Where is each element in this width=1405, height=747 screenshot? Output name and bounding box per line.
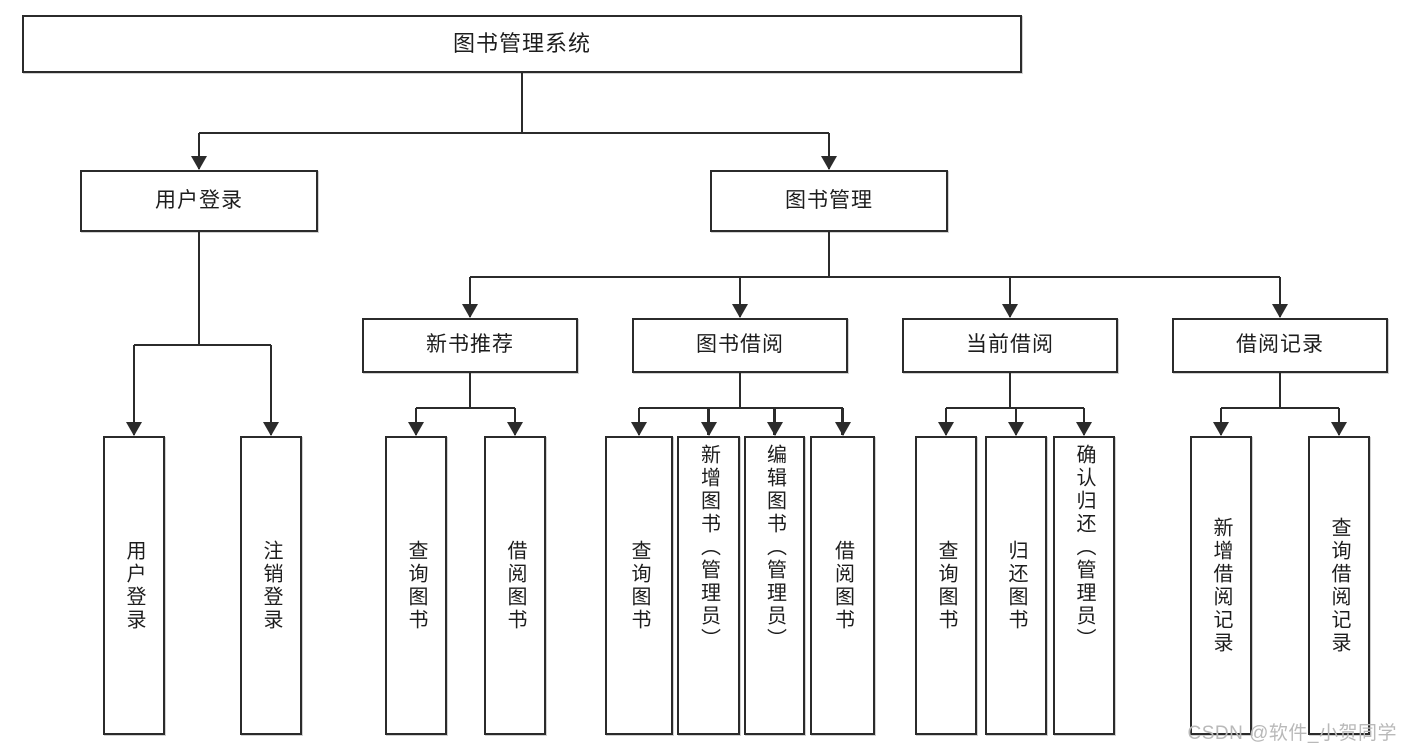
- connector-root-bus: [199, 131, 829, 135]
- connector-l3-1-bus: [639, 406, 843, 410]
- connector-l3-1-to-leaf-2: [773, 408, 776, 435]
- connector-bookmgmt-bus: [470, 275, 1280, 279]
- node-label: 查询图书: [628, 539, 650, 632]
- arrow-head-icon: [821, 156, 837, 170]
- node-label: 编辑图书（管理员）: [763, 444, 786, 651]
- arrow-head-icon: [834, 422, 851, 436]
- node-label: 图书借阅: [696, 333, 784, 357]
- connector-to-leaf-0: [132, 345, 136, 435]
- watermark-text: CSDN @软件_小贺同学: [1187, 723, 1397, 744]
- connector-to-0: [197, 133, 201, 169]
- node-root-book-management-system[interactable]: 图书管理系统: [22, 15, 1022, 73]
- node-borrow-record[interactable]: 借阅记录: [1172, 318, 1388, 373]
- node-label: 图书管理系统: [452, 31, 591, 57]
- arrow-head-icon: [1331, 422, 1347, 436]
- connector-to-1: [827, 133, 831, 169]
- connector-to-leaf-1: [269, 345, 273, 435]
- node-current-borrow[interactable]: 当前借阅: [902, 318, 1118, 373]
- node-leaf-add-book-admin[interactable]: 新增图书（管理员）: [677, 436, 740, 735]
- connector-l3-2-to-leaf-0: [944, 408, 948, 435]
- node-label: 当前借阅: [966, 333, 1054, 357]
- node-leaf-edit-book-admin[interactable]: 编辑图书（管理员）: [744, 436, 805, 735]
- connector-l3-0-to-leaf-1: [513, 408, 517, 435]
- node-label: 新增借阅记录: [1210, 516, 1232, 655]
- arrow-head-icon: [938, 422, 954, 436]
- connector-l3-3-bus: [1221, 406, 1339, 410]
- node-label: 查询借阅记录: [1328, 516, 1350, 655]
- connector-l3-1-stem: [738, 373, 742, 408]
- connector-l3-1-to-leaf-1: [707, 408, 710, 435]
- node-leaf-return-book[interactable]: 归还图书: [985, 436, 1047, 735]
- node-label: 确认归还（管理员）: [1073, 444, 1095, 651]
- arrow-head-icon: [1272, 304, 1288, 318]
- arrow-head-icon: [1213, 422, 1229, 436]
- connector-l3-0-stem: [468, 373, 472, 408]
- connector-to-l3-0: [468, 277, 472, 317]
- node-label: 借阅图书: [504, 539, 526, 632]
- node-label: 用户登录: [123, 539, 145, 632]
- node-label: 查询图书: [405, 539, 427, 632]
- node-label: 借阅记录: [1236, 333, 1324, 357]
- connector-l3-0-bus: [416, 406, 515, 410]
- node-label: 查询图书: [935, 539, 957, 632]
- connector-l3-2-to-leaf-2: [1082, 408, 1086, 435]
- node-label: 新书推荐: [426, 333, 514, 357]
- node-leaf-query-book-recommend[interactable]: 查询图书: [385, 436, 447, 735]
- arrow-head-icon: [263, 422, 279, 436]
- arrow-head-icon: [732, 304, 748, 318]
- connector-to-l3-3: [1278, 277, 1282, 317]
- arrow-head-icon: [408, 422, 424, 436]
- node-leaf-add-borrow-record[interactable]: 新增借阅记录: [1190, 436, 1252, 735]
- node-label: 新增图书（管理员）: [697, 444, 720, 651]
- connector-userlogin-bus: [134, 343, 271, 347]
- node-leaf-user-login[interactable]: 用户登录: [103, 436, 165, 735]
- arrow-head-icon: [766, 422, 783, 436]
- connector-l3-3-to-leaf-0: [1219, 408, 1223, 435]
- node-leaf-query-borrow-record[interactable]: 查询借阅记录: [1308, 436, 1370, 735]
- arrow-head-icon: [462, 304, 478, 318]
- arrow-head-icon: [191, 156, 207, 170]
- arrow-head-icon: [631, 422, 647, 436]
- connector-l3-2-to-leaf-1: [1014, 408, 1018, 435]
- node-leaf-confirm-return-admin[interactable]: 确认归还（管理员）: [1053, 436, 1115, 735]
- arrow-head-icon: [700, 422, 717, 436]
- connector-to-l3-2: [1008, 277, 1012, 317]
- node-leaf-logout[interactable]: 注销登录: [240, 436, 302, 735]
- arrow-head-icon: [126, 422, 142, 436]
- connector-l3-3-to-leaf-1: [1337, 408, 1341, 435]
- connector-l3-1-to-leaf-0: [637, 408, 641, 435]
- node-leaf-query-book-current[interactable]: 查询图书: [915, 436, 977, 735]
- node-new-book-recommend[interactable]: 新书推荐: [362, 318, 578, 373]
- arrow-head-icon: [507, 422, 523, 436]
- arrow-head-icon: [1002, 304, 1018, 318]
- node-label: 用户登录: [155, 188, 243, 212]
- connector-l3-1-to-leaf-3: [841, 408, 844, 435]
- node-leaf-query-book-borrow[interactable]: 查询图书: [605, 436, 673, 735]
- node-label: 借阅图书: [831, 539, 854, 632]
- node-leaf-borrow-book[interactable]: 借阅图书: [810, 436, 875, 735]
- node-leaf-borrow-book-recommend[interactable]: 借阅图书: [484, 436, 546, 735]
- node-label: 图书管理: [785, 188, 873, 212]
- connector-to-l3-1: [738, 277, 742, 317]
- connector-l3-0-to-leaf-0: [414, 408, 418, 435]
- arrow-head-icon: [1076, 422, 1092, 436]
- connector-bookmgmt-stem: [827, 232, 831, 277]
- node-book-management[interactable]: 图书管理: [710, 170, 948, 232]
- arrow-head-icon: [1008, 422, 1024, 436]
- node-label: 归还图书: [1005, 539, 1027, 632]
- node-label: 注销登录: [260, 539, 282, 632]
- connector-l3-2-stem: [1008, 373, 1012, 408]
- connector-root-stem: [520, 73, 524, 133]
- node-book-borrow[interactable]: 图书借阅: [632, 318, 848, 373]
- connector-userlogin-stem: [197, 232, 201, 345]
- connector-l3-3-stem: [1278, 373, 1282, 408]
- node-user-login[interactable]: 用户登录: [80, 170, 318, 232]
